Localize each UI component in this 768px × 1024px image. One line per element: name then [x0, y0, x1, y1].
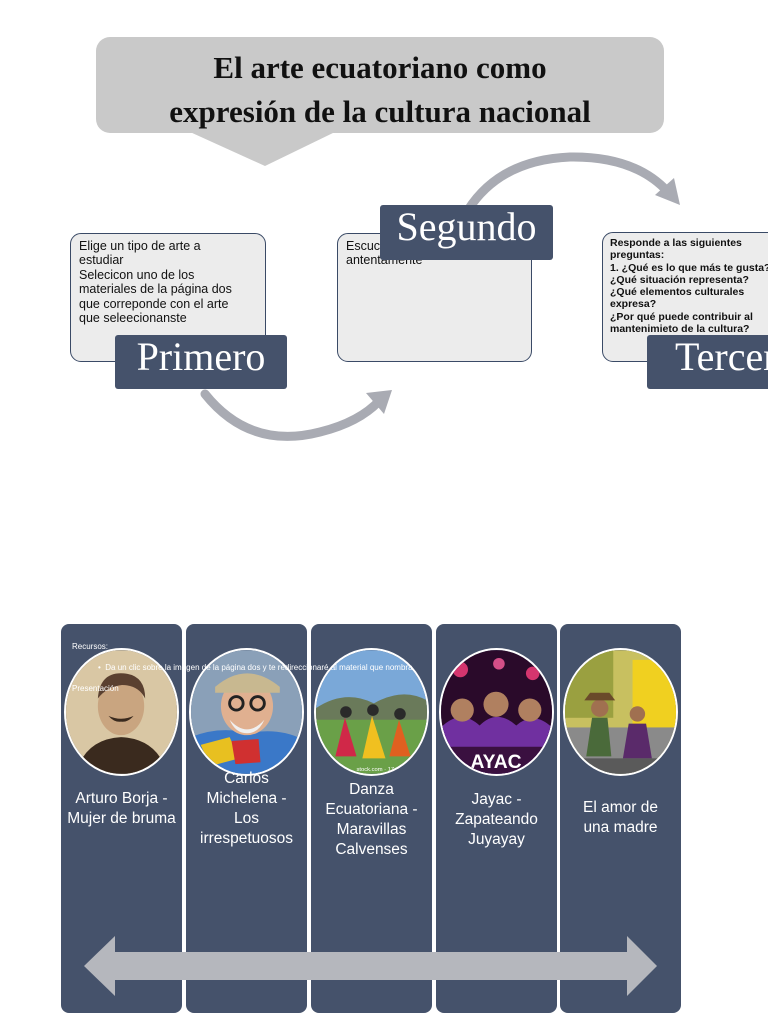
title-line-1: El arte ecuatoriano como: [213, 50, 547, 85]
step-1-text: Elige un tipo de arte a estudiar Selecic…: [79, 239, 232, 326]
media-caption-5: El amor de una madre: [583, 799, 658, 836]
portrait-photo[interactable]: [64, 648, 179, 776]
band-banner: AYAC: [470, 752, 521, 773]
title-callout: [96, 37, 664, 133]
step-1-label: Primero: [115, 335, 287, 389]
portrait-photo-icon: [66, 650, 177, 774]
comedian-photo[interactable]: [189, 648, 304, 776]
step-arrows: [200, 152, 680, 441]
band-photo-icon: AYAC: [441, 650, 552, 774]
arrowhead-icon: [655, 178, 680, 205]
step-3-text: Responde a las siguientes preguntas: 1. …: [610, 237, 768, 336]
resources-presentation: Presentación: [72, 684, 119, 693]
media-caption-1: Arturo Borja - Mujer de bruma: [67, 790, 176, 827]
page-title: El arte ecuatoriano como expresión de la…: [96, 46, 664, 134]
media-caption-3: Danza Ecuatoriana - Maravillas Calvenses: [325, 781, 418, 858]
arrowhead-icon: [366, 390, 392, 414]
step-3-label: Tercero: [647, 335, 768, 389]
curved-arrow-icon: [463, 152, 673, 215]
dance-photo-watermark: stock.com · 17...: [357, 767, 400, 773]
media-caption-4: Jayac - Zapateando Juyayay: [455, 791, 538, 848]
street-photo[interactable]: [563, 648, 678, 776]
title-callout-tail: [190, 132, 335, 166]
step-2-label: Segundo: [380, 205, 553, 260]
resources-bullet: • Da un clic sobre la imagen de la págin…: [98, 663, 413, 672]
resources-heading: Recursos:: [72, 642, 109, 651]
comedian-photo-icon: [191, 650, 302, 774]
band-photo[interactable]: AYAC: [439, 648, 554, 776]
timeline-double-arrow-icon: [84, 936, 657, 996]
curved-arrow-icon: [200, 389, 385, 441]
title-line-2: expresión de la cultura nacional: [169, 94, 591, 129]
media-caption-2: Carlos Michelena - Los irrespetuosos: [200, 770, 294, 847]
street-photo-icon: [565, 650, 676, 774]
